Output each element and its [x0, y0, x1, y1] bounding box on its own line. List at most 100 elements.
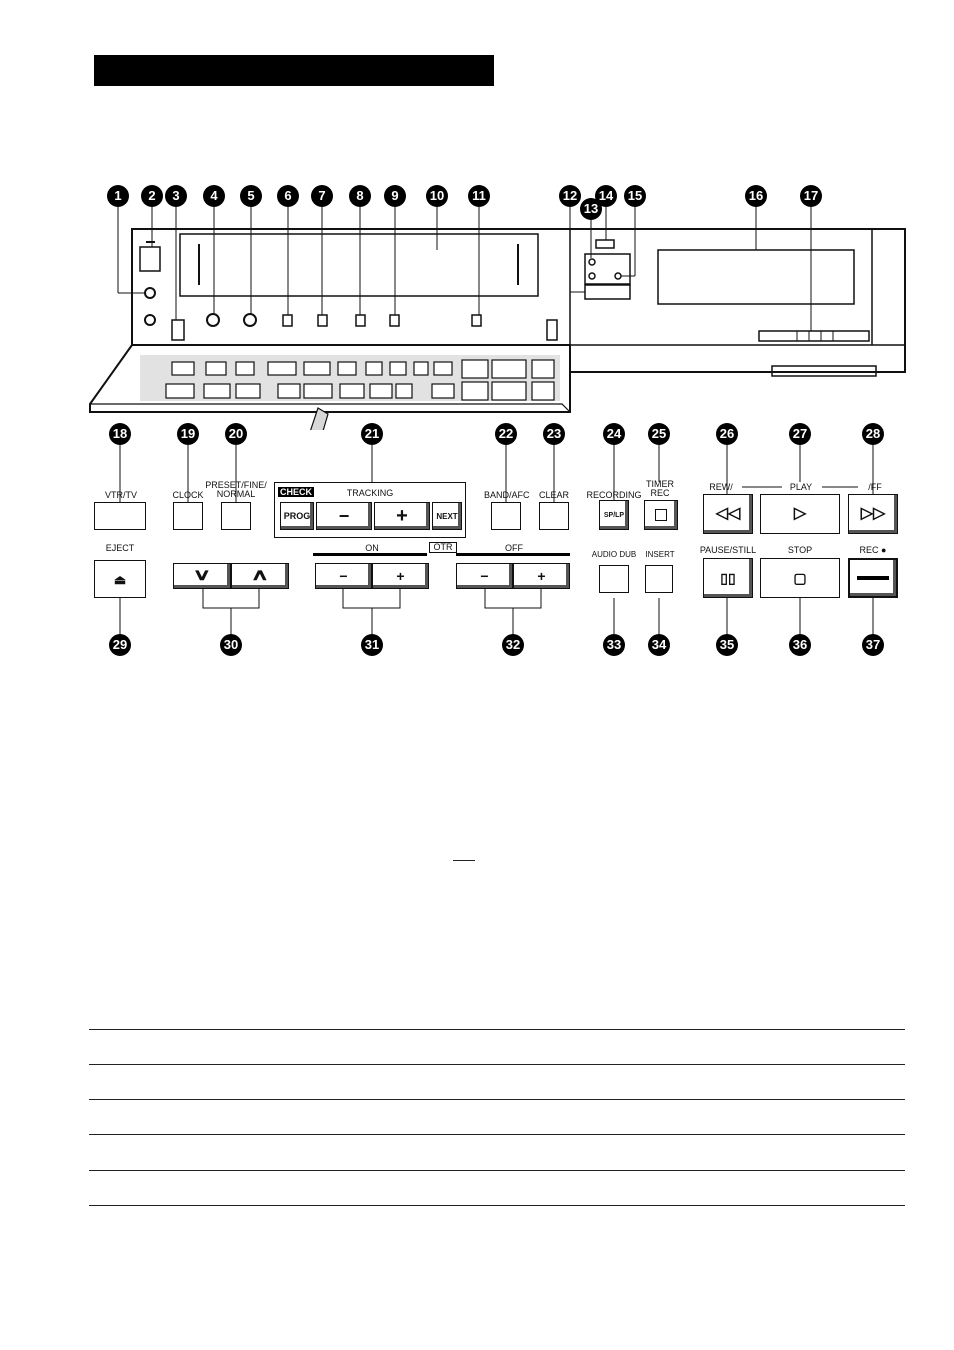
vcr-bottom-foot — [771, 365, 877, 377]
cassette-door — [179, 233, 539, 297]
table-rule-1 — [89, 1029, 905, 1030]
callout-15: 15 — [624, 185, 646, 207]
callout-13: 13 — [580, 198, 602, 220]
audio-dub-button[interactable] — [599, 565, 629, 593]
callout-3: 3 — [165, 185, 187, 207]
channel-up-button[interactable]: ∧ — [231, 563, 289, 589]
callout-37: 37 — [862, 634, 884, 656]
power-switch — [139, 246, 161, 272]
callout-8: 8 — [349, 185, 371, 207]
callout-4: 4 — [203, 185, 225, 207]
label-off: OFF — [505, 543, 523, 553]
prog-button[interactable]: PROG — [280, 502, 314, 530]
preset-fine-normal-button[interactable] — [221, 502, 251, 530]
callout-25: 25 — [648, 423, 670, 445]
play-icon: ▷ — [793, 505, 807, 522]
control-leader-lines — [119, 445, 874, 634]
timer-rec-button[interactable] — [644, 500, 678, 530]
rewind-button[interactable]: ◁◁ — [703, 494, 753, 534]
zoom-arrow-icon — [310, 407, 329, 430]
rec-button[interactable] — [848, 558, 898, 598]
callout-34: 34 — [648, 634, 670, 656]
tracking-minus-button[interactable]: − — [316, 502, 372, 530]
label-timer-1: TIMER — [646, 479, 674, 489]
label-clear: CLEAR — [538, 490, 569, 500]
label-check: CHECK — [278, 487, 315, 497]
callout-28: 28 — [862, 423, 884, 445]
on-plus-button[interactable]: + — [372, 563, 429, 589]
jack-1 — [144, 287, 156, 299]
eject-button[interactable]: ⏏ — [94, 560, 146, 598]
callout-26: 26 — [716, 423, 738, 445]
table-rule-6 — [89, 1205, 905, 1206]
section-title-bar — [94, 55, 494, 86]
tracking-plus-button[interactable]: + — [374, 502, 430, 530]
label-play: PLAY — [789, 482, 813, 492]
stop-button[interactable]: ▢ — [760, 558, 840, 598]
overline-mark — [453, 860, 475, 861]
callout-19: 19 — [177, 423, 199, 445]
table-rule-2 — [89, 1064, 905, 1065]
play-button[interactable]: ▷ — [760, 494, 840, 534]
table-rule-3 — [89, 1099, 905, 1100]
callout-17: 17 — [800, 185, 822, 207]
on-minus-button[interactable]: − — [315, 563, 372, 589]
callout-33: 33 — [603, 634, 625, 656]
chevron-up-icon: ∧ — [250, 567, 270, 584]
label-band-afc: BAND/AFC — [484, 490, 530, 500]
next-button[interactable]: NEXT — [432, 502, 462, 530]
off-plus-button[interactable]: + — [513, 563, 570, 589]
callout-32: 32 — [502, 634, 524, 656]
pause-icon: ▯▯ — [720, 570, 736, 586]
insert-button[interactable] — [645, 565, 673, 593]
channel-down-button[interactable]: ∨ — [173, 563, 231, 589]
label-stop: STOP — [787, 545, 813, 555]
stop-icon: ▢ — [793, 570, 807, 586]
callout-31: 31 — [361, 634, 383, 656]
sp-lp-button[interactable]: SP/LP — [599, 500, 629, 530]
record-bar-icon — [857, 576, 889, 580]
label-otr: OTR — [429, 542, 457, 554]
callout-21: 21 — [361, 423, 383, 445]
vtr-tv-button[interactable] — [94, 502, 146, 530]
callout-11: 11 — [468, 185, 490, 207]
label-rec: REC ● — [859, 545, 887, 555]
callout-leader-lines — [117, 207, 812, 331]
label-insert: INSERT — [645, 550, 675, 559]
on-bar — [313, 553, 427, 556]
callout-9: 9 — [384, 185, 406, 207]
label-pause-still: PAUSE/STILL — [699, 545, 757, 555]
label-audio-dub: AUDIO DUB — [591, 550, 637, 559]
fast-forward-icon: ▷▷ — [860, 505, 886, 522]
clock-icon — [655, 509, 667, 521]
fast-forward-button[interactable]: ▷▷ — [848, 494, 898, 534]
label-tracking: TRACKING — [346, 488, 394, 498]
table-rule-4 — [89, 1134, 905, 1135]
clear-button[interactable] — [539, 502, 569, 530]
label-on: ON — [365, 543, 379, 553]
off-bar — [456, 553, 570, 556]
callout-12: 12 — [559, 185, 581, 207]
label-ff: /FF — [868, 482, 882, 492]
callout-6: 6 — [277, 185, 299, 207]
callout-16: 16 — [745, 185, 767, 207]
callout-35: 35 — [716, 634, 738, 656]
callout-18: 18 — [109, 423, 131, 445]
clock-button[interactable] — [173, 502, 203, 530]
label-rew: REW/ — [709, 482, 733, 492]
label-preset-2: NORMAL — [216, 489, 256, 499]
callout-5: 5 — [240, 185, 262, 207]
callout-24: 24 — [603, 423, 625, 445]
rewind-icon: ◁◁ — [715, 505, 741, 522]
band-afc-button[interactable] — [491, 502, 521, 530]
callout-2: 2 — [141, 185, 163, 207]
jack-2 — [144, 314, 156, 326]
pause-still-button[interactable]: ▯▯ — [703, 558, 753, 598]
label-recording: RECORDING — [586, 490, 642, 500]
callout-20: 20 — [225, 423, 247, 445]
label-eject: EJECT — [105, 543, 135, 553]
callout-23: 23 — [543, 423, 565, 445]
callout-22: 22 — [495, 423, 517, 445]
label-vtr-tv: VTR/TV — [104, 490, 137, 500]
off-minus-button[interactable]: − — [456, 563, 513, 589]
